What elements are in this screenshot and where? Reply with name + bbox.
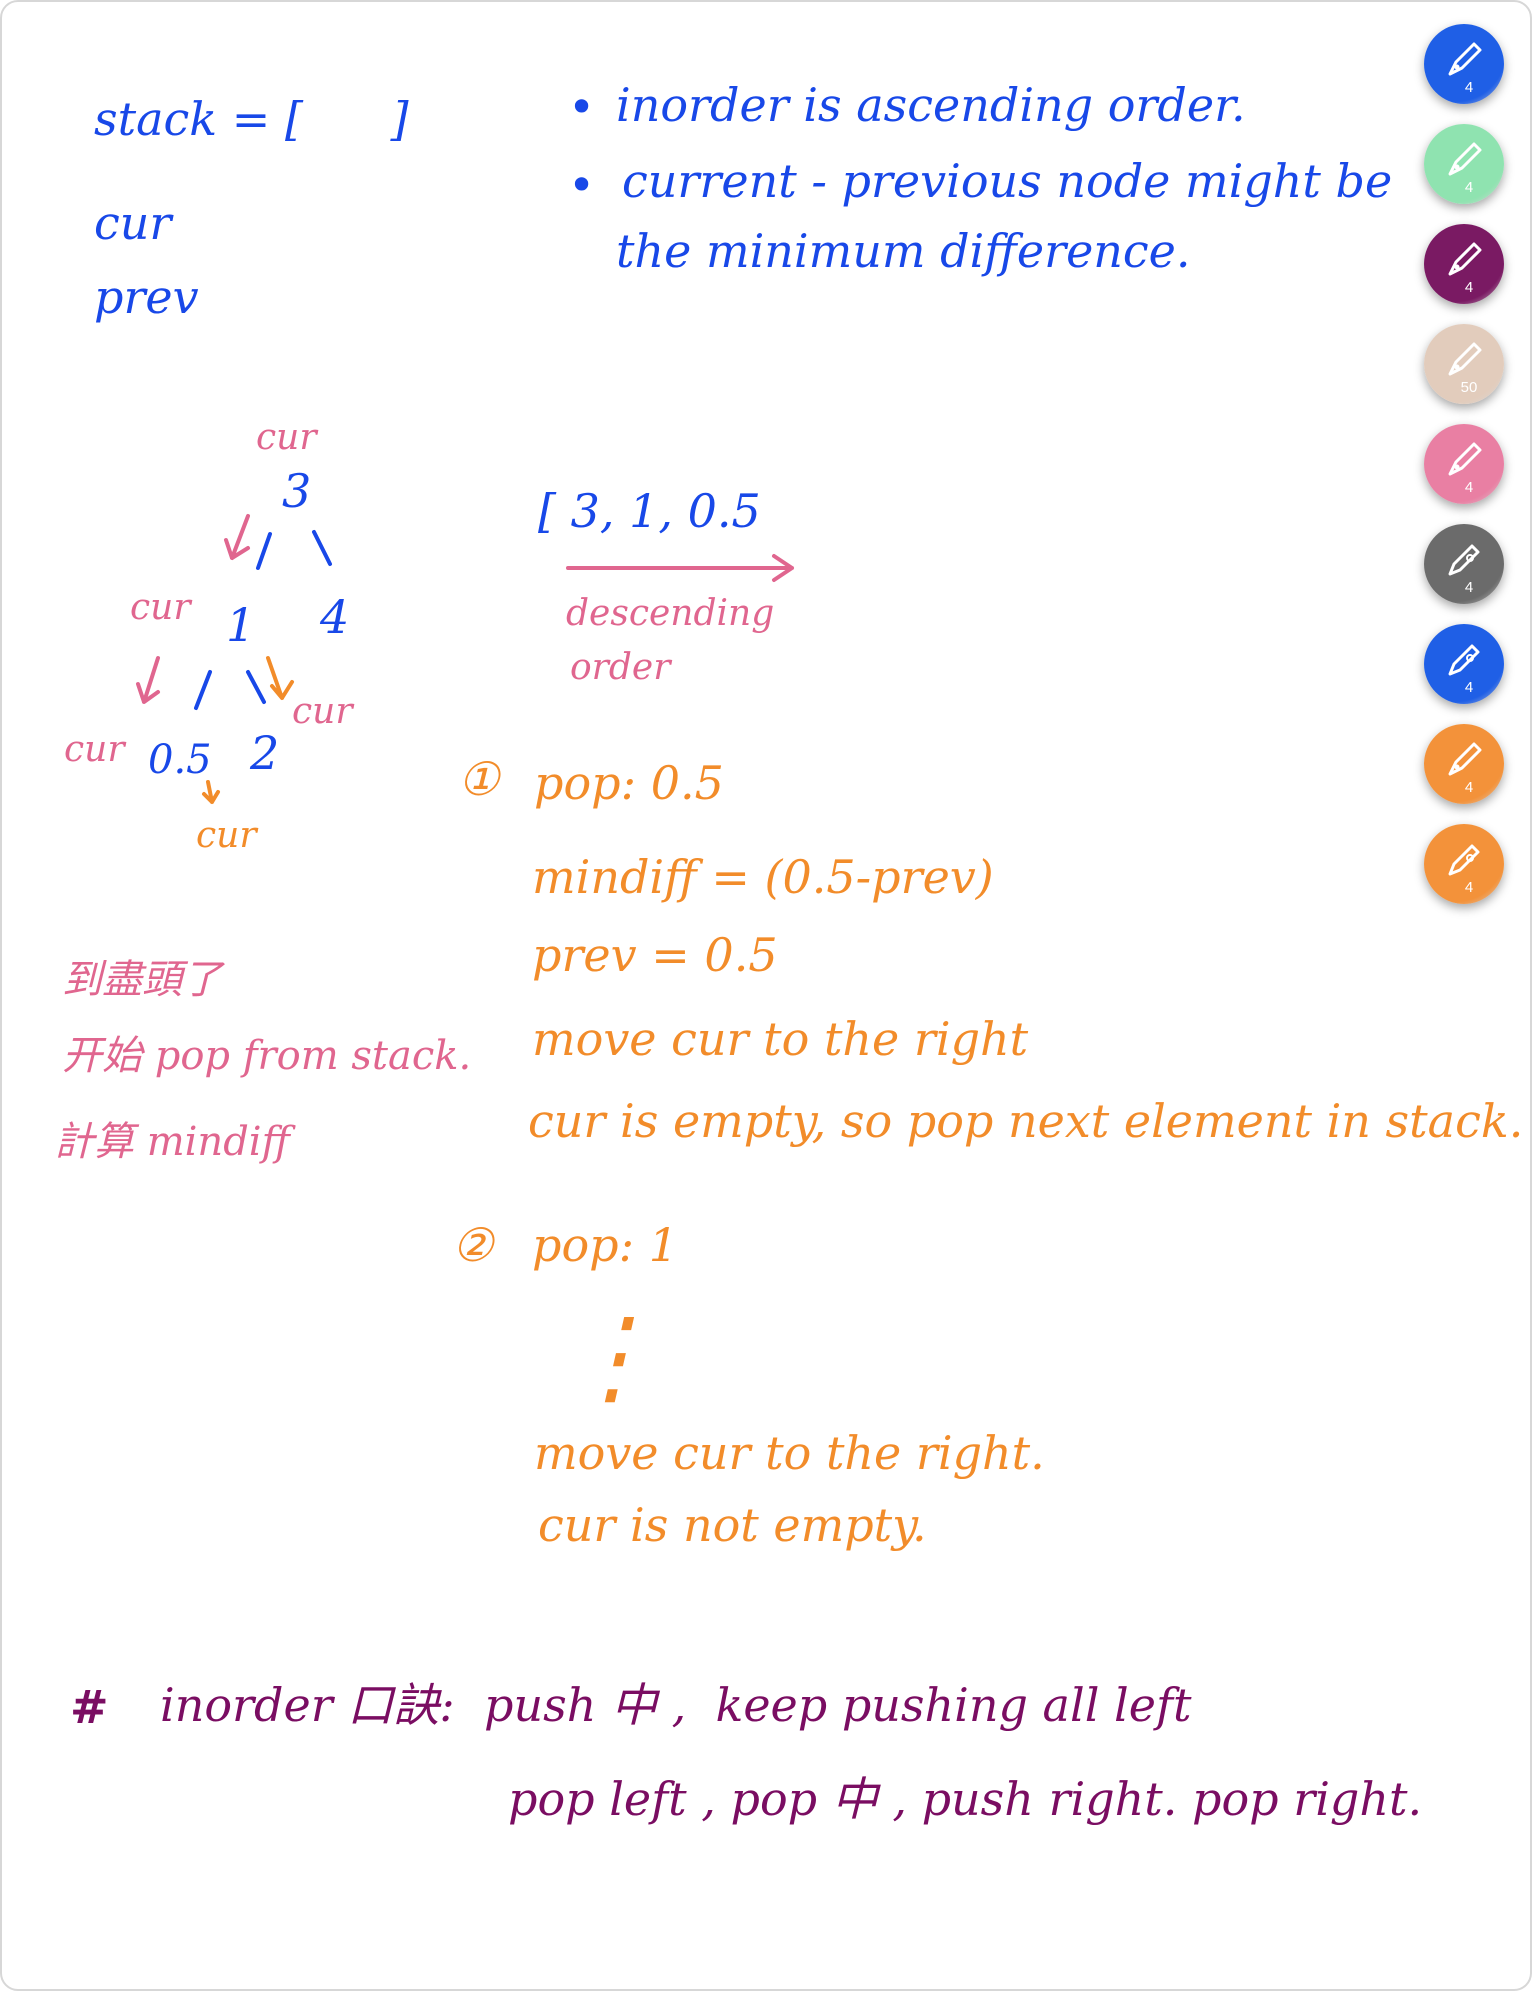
tree-edge — [256, 532, 272, 570]
pen-size-label: 4 — [1464, 179, 1474, 196]
prev-label: prev — [94, 270, 199, 324]
pen-tool-button[interactable]: 50 — [1424, 324, 1504, 404]
tree-node-4: 4 — [320, 590, 350, 644]
summary-line2: pop left , pop 中 , push right. pop right… — [508, 1772, 1423, 1826]
tree-arrow — [224, 514, 250, 560]
order-label: order — [570, 647, 671, 688]
fountain-pen-icon — [1440, 136, 1488, 184]
step1-move: move cur to the right — [532, 1012, 1029, 1066]
pen-size-label: 4 — [1464, 279, 1474, 296]
ballpoint-pen-icon — [1440, 636, 1488, 684]
tree-edge — [246, 670, 266, 704]
stack-label: stack = [ ] — [94, 92, 409, 146]
tree-node-2: 2 — [250, 726, 280, 780]
pen-tool-button[interactable]: 4 — [1424, 24, 1504, 104]
cur-label: cur — [94, 196, 172, 250]
step1-mindiff: mindiff = (0.5-prev) — [532, 850, 994, 904]
pen-tool-button[interactable]: 4 — [1424, 824, 1504, 904]
bullet-difference-line1: current - previous node might be — [622, 154, 1393, 208]
tree-cur-label: cur — [64, 729, 125, 770]
tree-node-0.5: 0.5 — [148, 737, 212, 783]
summary-line1: inorder 口訣: push 中 , keep pushing all le… — [160, 1678, 1192, 1732]
step2-move: move cur to the right. — [534, 1426, 1045, 1480]
step2-ellipsis: ⋮ — [564, 1294, 660, 1418]
tree-cur-label: cur — [196, 815, 257, 856]
summary-marker: # — [70, 1680, 109, 1734]
tree-cur-label: cur — [256, 417, 317, 458]
tree-arrow — [202, 780, 220, 804]
bullet-difference-line2: the minimum difference. — [616, 224, 1191, 278]
pen-size-label: 4 — [1464, 479, 1474, 496]
fountain-pen-icon — [1440, 336, 1488, 384]
pen-tool-button[interactable]: 4 — [1424, 224, 1504, 304]
tree-edge — [312, 530, 332, 566]
side-note-line3: 計算 mindiff — [54, 1119, 290, 1165]
pen-size-label: 4 — [1464, 679, 1474, 696]
tree-cur-label: cur — [292, 691, 353, 732]
pen-size-label: 50 — [1460, 379, 1478, 396]
pen-size-label: 4 — [1464, 579, 1474, 596]
tree-node-1: 1 — [226, 598, 256, 652]
step2-marker: ② — [452, 1218, 494, 1272]
side-note-line2: 开始 pop from stack. — [62, 1033, 472, 1079]
step1-prev: prev = 0.5 — [532, 928, 778, 982]
side-note-line1: 到盡頭了 — [62, 957, 222, 1003]
step2-pop: pop: 1 — [532, 1218, 678, 1272]
ballpoint-pen-icon — [1440, 836, 1488, 884]
tree-cur-label: cur — [130, 587, 191, 628]
ballpoint-pen-icon — [1440, 536, 1488, 584]
descending-arrow — [566, 554, 794, 582]
pen-size-label: 4 — [1464, 879, 1474, 896]
pen-tool-button[interactable]: 4 — [1424, 724, 1504, 804]
fountain-pen-icon — [1440, 436, 1488, 484]
fountain-pen-icon — [1440, 236, 1488, 284]
descending-label: descending — [566, 593, 775, 634]
fountain-pen-icon — [1440, 36, 1488, 84]
bullet-ascending: inorder is ascending order. — [616, 78, 1246, 132]
pen-tool-button[interactable]: 4 — [1424, 124, 1504, 204]
tree-arrow — [136, 656, 160, 704]
bullet-dot: • — [568, 80, 596, 134]
stack-values: [ 3, 1, 0.5 — [538, 484, 761, 538]
bullet-dot: • — [568, 158, 596, 212]
pen-tool-button[interactable]: 4 — [1424, 624, 1504, 704]
pen-size-label: 4 — [1464, 79, 1474, 96]
step1-marker: ① — [458, 752, 500, 806]
pen-tool-button[interactable]: 4 — [1424, 424, 1504, 504]
step2-not-empty: cur is not empty. — [538, 1498, 927, 1552]
tree-arrow — [266, 656, 294, 700]
pen-size-label: 4 — [1464, 779, 1474, 796]
fountain-pen-icon — [1440, 736, 1488, 784]
step1-empty: cur is empty, so pop next element in sta… — [528, 1094, 1524, 1148]
pen-tool-button[interactable]: 4 — [1424, 524, 1504, 604]
tree-node-3: 3 — [282, 464, 312, 518]
step1-pop: pop: 0.5 — [534, 756, 724, 810]
tree-edge — [194, 670, 212, 710]
